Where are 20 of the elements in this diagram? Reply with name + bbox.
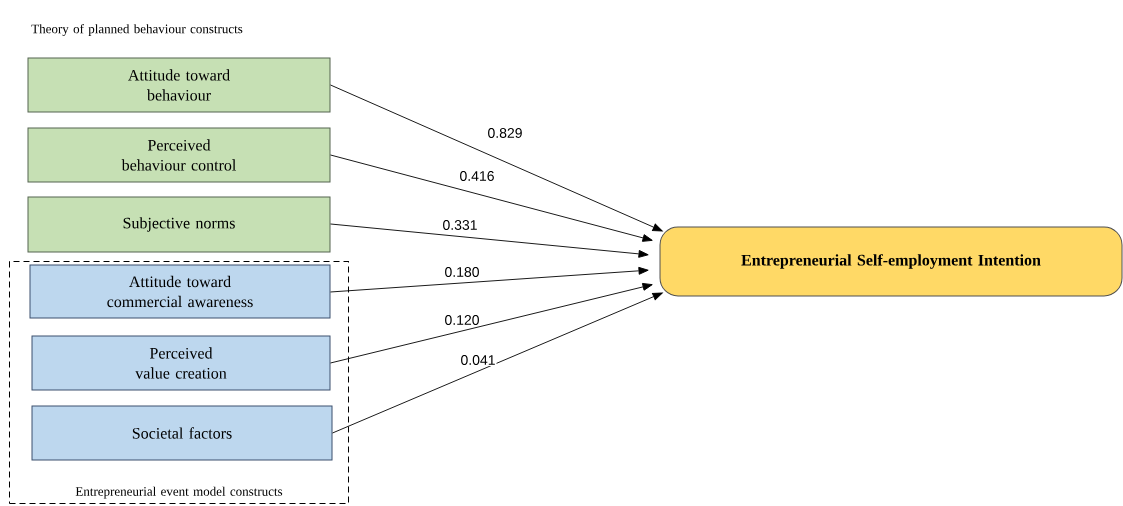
construct-box: Societal factors xyxy=(31,405,333,461)
edge-label: 0.416 xyxy=(458,170,496,182)
arrow xyxy=(330,266,649,293)
arrow xyxy=(330,283,653,364)
arrow xyxy=(332,292,663,434)
edge-label: 0.041 xyxy=(459,354,497,366)
edge-label: 0.331 xyxy=(441,219,479,231)
group-heading: Theory of planned behaviour constructs xyxy=(31,24,243,36)
construct-box: Subjective norms xyxy=(27,196,331,253)
arrow xyxy=(330,84,663,232)
construct-box: Attitude toward commercial awareness xyxy=(29,264,331,319)
construct-box: Perceived behaviour control xyxy=(27,127,331,183)
construct-box: Attitude toward behaviour xyxy=(27,57,331,113)
construct-box: Perceived value creation xyxy=(31,335,331,391)
arrow xyxy=(330,223,649,258)
outcome-box: Entrepreneurial Self-employment Intention xyxy=(659,226,1123,297)
arrow xyxy=(330,154,653,242)
edge-label: 0.120 xyxy=(443,314,481,326)
edge-label: 0.180 xyxy=(443,266,481,278)
edge-label: 0.829 xyxy=(486,127,524,139)
